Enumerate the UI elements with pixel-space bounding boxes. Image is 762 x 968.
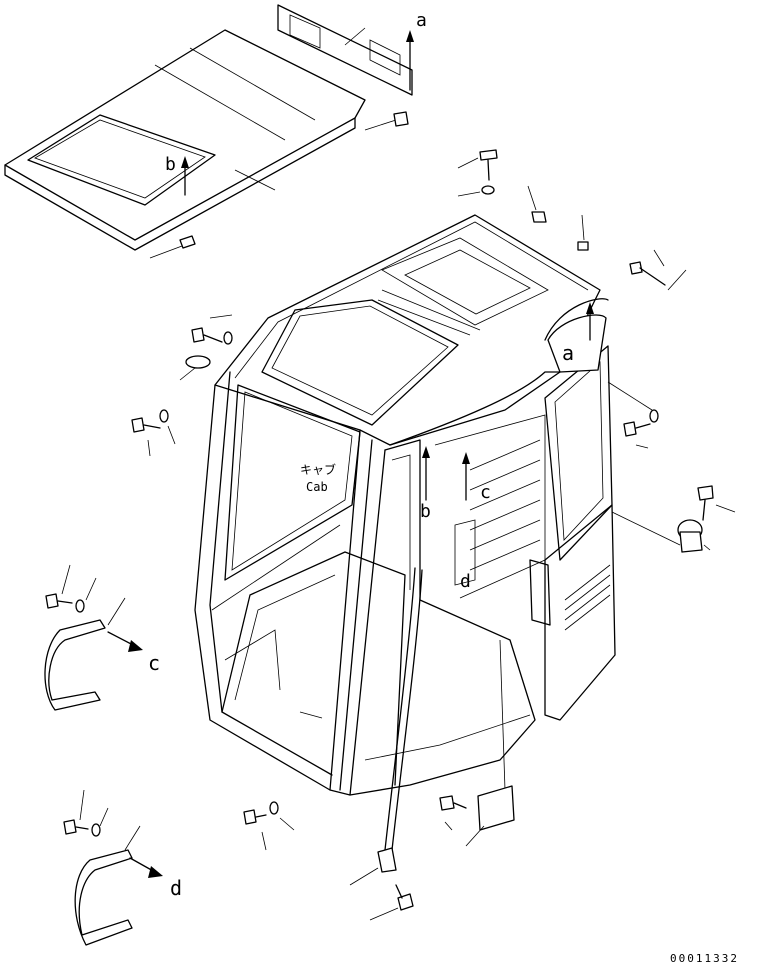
bolt-icon [623,421,651,437]
label-b-cab: b [420,501,431,522]
label-a-cab: a [562,341,574,365]
rear-bracket: a [277,4,427,131]
bracket-icon [477,785,515,831]
left-fasteners [131,314,233,457]
knob-icon [677,519,703,553]
bolt-icon [697,485,714,521]
drawing-number: 00011332 [670,952,739,965]
bolt-icon [63,819,89,835]
bottom-fasteners [243,785,515,921]
bolt-icon [243,809,267,825]
washer-icon [223,331,233,345]
cab-arrow-c: c [462,452,491,503]
cab-arrow-b: b [420,446,431,522]
top-fasteners [457,149,687,291]
right-fasteners [607,381,736,553]
washer-icon [91,823,101,837]
washer-icon [75,599,85,613]
label-b-roof: b [165,154,176,175]
washer-icon [159,409,169,423]
bolt-icon [131,417,161,433]
cab-arrow-a: a [547,302,607,373]
bolt-icon [191,327,223,343]
bolt-icon [395,884,414,911]
label-c-cab: c [480,482,491,503]
handrail-d: d [63,789,182,946]
cap-icon [185,355,211,369]
cab-label: キャブ Cab [300,462,336,494]
cab-arrow-d: d [460,571,471,592]
roof-panel [4,29,366,259]
roof-arrow-b: b [165,154,189,196]
label-a-top: a [416,10,427,31]
washer-icon [269,801,279,815]
washer-icon [649,409,659,423]
label-d-handrail: d [170,876,182,900]
cab-body [194,214,616,873]
bolt-icon [479,149,498,181]
bolt-icon [439,795,467,811]
label-c-handrail: c [148,651,160,675]
label-d-cab: d [460,571,471,592]
washer-icon [481,185,495,195]
handrail-c: c [44,564,160,711]
bolt-icon [629,261,666,286]
cab-label-en: Cab [306,480,328,494]
cab-label-jp: キャブ [300,462,336,477]
bolt-icon [45,593,73,609]
